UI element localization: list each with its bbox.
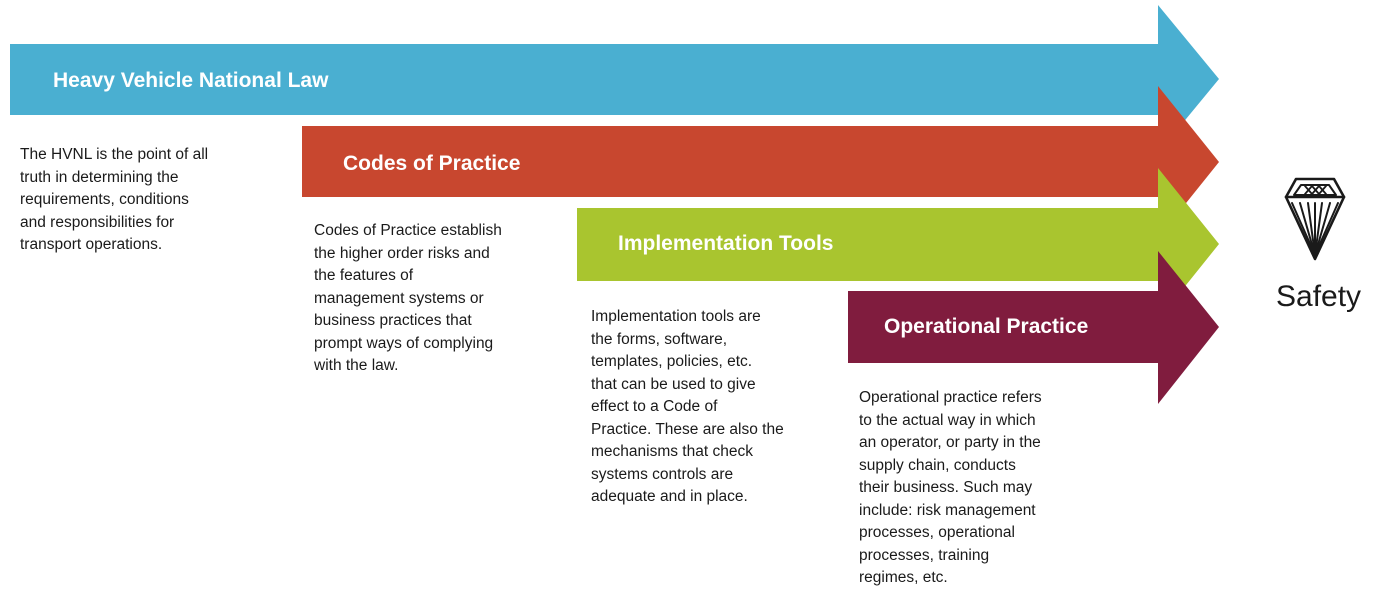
operational-practice-title: Operational Practice [884,315,1089,338]
hvnl-title: Heavy Vehicle National Law [53,69,329,92]
safety-label: Safety [1276,280,1362,313]
operational-practice-description: Operational practice refers to the actua… [859,389,1042,586]
codes-of-practice-title: Codes of Practice [343,152,521,175]
implementation-tools-description: Implementation tools are the forms, soft… [591,308,784,505]
codes-of-practice-arrow [302,86,1219,238]
hvnl-arrow [10,5,1219,153]
implementation-tools-title: Implementation Tools [618,232,834,255]
diamond-icon [1284,177,1346,261]
codes-of-practice-description: Codes of Practice establish the higher o… [314,222,502,374]
implementation-tools-arrow [577,168,1219,320]
hvnl-description: The HVNL is the point of all truth in de… [20,146,209,253]
operational-practice-arrow [848,251,1219,404]
